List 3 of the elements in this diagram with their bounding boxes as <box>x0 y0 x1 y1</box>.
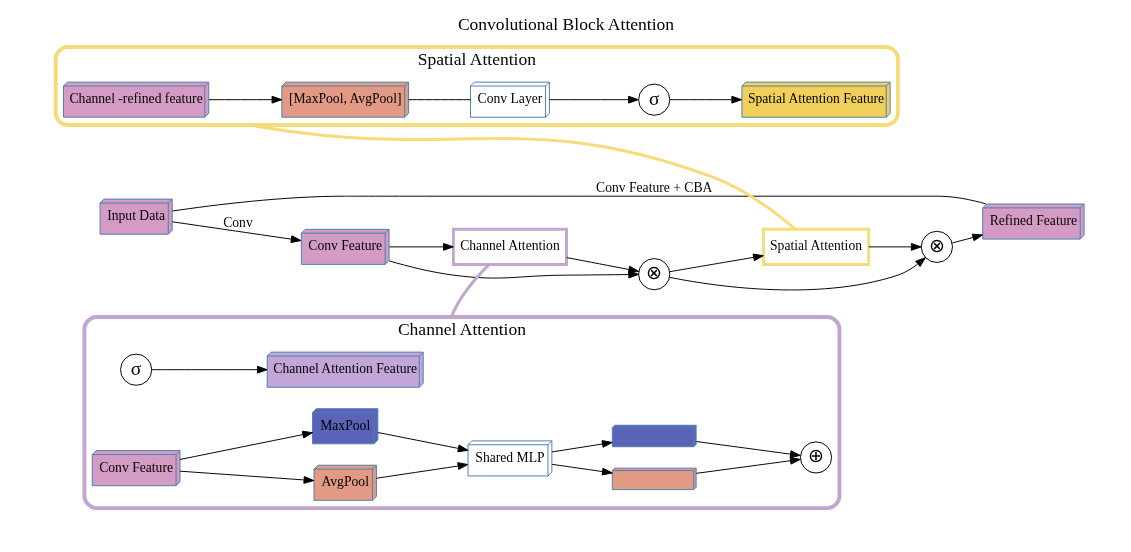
edge-label: Conv Feature + CBA <box>595 180 712 196</box>
diagram-title: Convolutional Block Attention <box>457 13 674 34</box>
edge-label: Conv <box>222 214 253 230</box>
